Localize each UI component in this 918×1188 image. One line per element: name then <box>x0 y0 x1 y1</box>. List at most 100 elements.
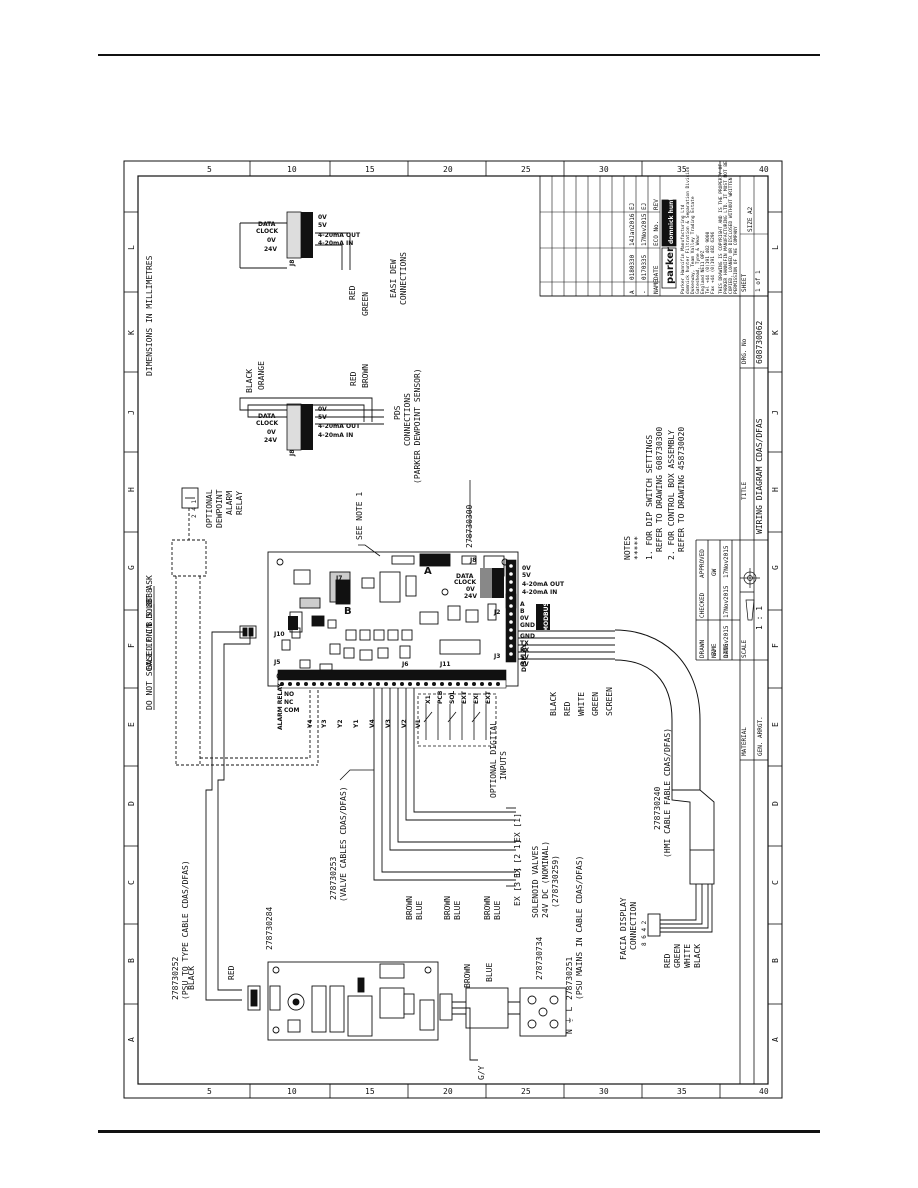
j2-pin-label: A <box>520 601 525 608</box>
signature-header: DRAWN <box>699 640 706 658</box>
terminal-pin <box>352 682 356 686</box>
company-address: Gateshead, Tyne & Wear <box>695 234 701 294</box>
svg-text:5V: 5V <box>318 414 327 421</box>
terminal-pin <box>509 596 513 600</box>
svg-text:DATA: DATA <box>258 221 276 228</box>
terminal-pin <box>312 682 316 686</box>
signature-name: GW <box>711 568 718 576</box>
hmi-cable-label: (HMI CABLE FABLE CDAS/DFAS) <box>663 728 672 858</box>
frame-letter: J <box>771 410 780 415</box>
frame-letter: G <box>127 565 136 570</box>
optional-digital-label: OPTIONAL DIGITAL <box>489 721 498 798</box>
display-wire-color: SCREEN <box>605 687 614 716</box>
signature-date: 17Nov2015 <box>723 585 730 618</box>
svg-text:MODBUS: MODBUS <box>543 602 550 632</box>
valve-terminal-label: V2 <box>401 719 408 728</box>
svg-text:2 4 1: 2 4 1 <box>191 500 198 518</box>
display-wire-color: BLACK <box>549 692 558 716</box>
valve-terminal-label: V4 <box>369 719 376 728</box>
terminal-pin <box>509 612 513 616</box>
revision-header: DATE <box>653 265 660 280</box>
svg-text:OPTIONAL: OPTIONAL <box>205 489 214 528</box>
inner-frame <box>137 175 769 1085</box>
svg-text:278730284: 278730284 <box>265 906 274 950</box>
frame-letter: L <box>127 245 136 250</box>
svg-text:0V: 0V <box>318 406 327 413</box>
facia-wire-color: GREEN <box>673 944 682 968</box>
svg-text:BROWN: BROWN <box>463 964 472 988</box>
j3-pin-label: 5V <box>520 654 529 661</box>
terminal-pin <box>400 682 404 686</box>
frame-letter: D <box>771 801 780 806</box>
terminal-pin <box>509 588 513 592</box>
svg-text:SHEET: SHEET <box>741 274 748 292</box>
frame-letter: K <box>771 330 780 335</box>
revision-letter: - <box>641 290 648 294</box>
company-logo <box>661 199 677 289</box>
revision-header: REV <box>653 199 660 210</box>
psu-type-cable-label: (PSU TO TYPE CABLE CDAS/DFAS) <box>181 860 190 1000</box>
svg-text:G/Y: G/Y <box>477 1065 486 1080</box>
svg-text:ALARM RELAY: ALARM RELAY <box>277 683 284 730</box>
svg-text:4-20mA IN: 4-20mA IN <box>522 589 557 596</box>
revision-header: NAME <box>653 279 660 294</box>
frame-number: 30 <box>599 1087 609 1096</box>
frame-number: 15 <box>365 165 375 174</box>
frame-letter: D <box>127 801 136 806</box>
signature-header: CHECKED <box>699 592 706 618</box>
svg-text:0V: 0V <box>267 237 276 244</box>
company-address: England NE11 0PZ <box>700 250 706 294</box>
frame-number: 5 <box>207 1087 212 1096</box>
terminal-pin <box>432 682 436 686</box>
svg-text:DATA: DATA <box>258 413 276 420</box>
svg-text:GREEN: GREEN <box>361 292 370 316</box>
svg-text:PDS: PDS <box>393 405 402 420</box>
svg-text:CLOCK: CLOCK <box>256 420 279 427</box>
revision-eco: 0180330 <box>629 254 636 280</box>
terminal-pin <box>392 682 396 686</box>
svg-text:4-20mA IN: 4-20mA IN <box>318 432 353 439</box>
svg-text:CONNECTION: CONNECTION <box>629 902 638 950</box>
frame-number: 25 <box>521 165 531 174</box>
pcb-comms-terminal: DATA CLOCK 0V 24V 0V 5V 4-20mA OUT 4-20m… <box>454 557 565 600</box>
terminal-pin <box>464 682 468 686</box>
svg-text:1 : 1: 1 : 1 <box>755 606 764 630</box>
name-label: NAME <box>711 643 718 658</box>
input-terminal-label: PCB <box>437 690 444 704</box>
frame-letter: B <box>771 958 780 963</box>
company-address: Tel +44 (0)191 402 9000 <box>705 231 711 294</box>
svg-text:J8: J8 <box>289 450 296 457</box>
frame-letter: J <box>127 410 136 415</box>
terminal-pin <box>509 636 513 640</box>
frame-letter: E <box>771 722 780 727</box>
frame-letter: G <box>771 565 780 570</box>
valve-terminal-label: V1 <box>415 719 422 728</box>
company-address: Parker Hannifin Manufacturing Ltd <box>680 204 686 294</box>
svg-text:24V DC (NOMINAL): 24V DC (NOMINAL) <box>541 841 550 918</box>
terminal-pin <box>376 682 380 686</box>
svg-text:J8: J8 <box>469 557 476 564</box>
date-label: DATE <box>723 643 730 658</box>
svg-text:5V: 5V <box>522 572 531 579</box>
svg-text:J11: J11 <box>439 661 451 668</box>
terminal-pin <box>296 682 300 686</box>
svg-text:CONNECTIONS: CONNECTIONS <box>403 393 412 446</box>
svg-text:INPUTS: INPUTS <box>499 751 508 780</box>
signature-date: 17Nov2015 <box>723 545 730 578</box>
right-terminal-block <box>505 559 517 663</box>
terminal-pin <box>368 682 372 686</box>
frame-number: 10 <box>287 165 297 174</box>
svg-text:DISPLAY: DISPLAY <box>521 643 528 672</box>
frame-number: 10 <box>287 1087 297 1096</box>
valve-terminal-label: Y2 <box>337 719 344 729</box>
svg-text:REFER TO DRAWING 458730020: REFER TO DRAWING 458730020 <box>677 427 686 552</box>
input-terminal-label: EXI <box>473 693 480 704</box>
svg-text:EX [2 1]: EX [2 1] <box>513 839 522 878</box>
svg-text:0V: 0V <box>522 565 531 572</box>
svg-text:DEWPOINT: DEWPOINT <box>215 489 224 528</box>
pds-terminal: DATA CLOCK 0V 24V 0V 5V 4-20mA OUT 4-20m… <box>256 403 361 457</box>
j2-pin-label: 0V <box>520 615 529 622</box>
psu-cable <box>205 631 251 1001</box>
copyright-line: PARKER HANNIFIN MANUFACTURING LTD. IT MU… <box>723 161 729 294</box>
revision-date: 14Jan2016 <box>629 213 636 246</box>
